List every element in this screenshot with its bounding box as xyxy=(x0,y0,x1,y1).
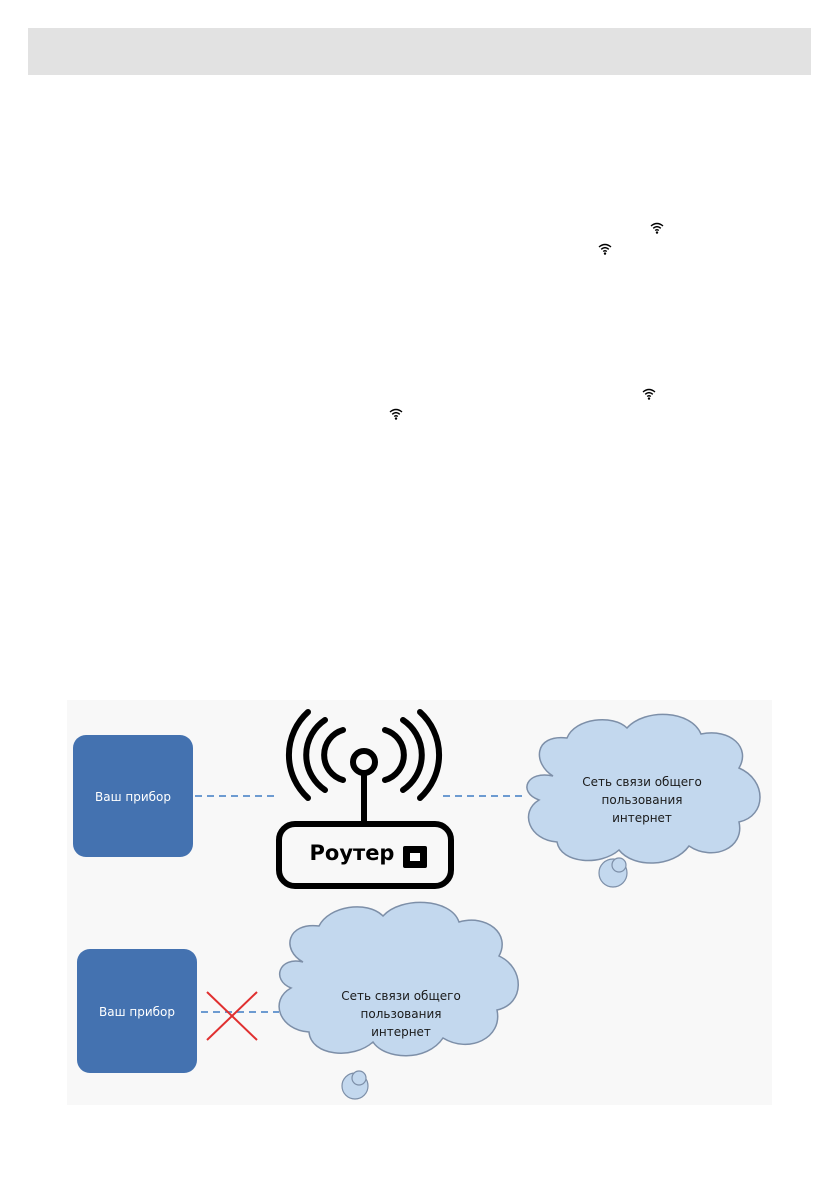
wifi-icon xyxy=(598,243,612,255)
header-bar xyxy=(28,28,811,75)
cloud-label: Сеть связи общего пользования интернет xyxy=(582,775,702,825)
router-label: Роутер xyxy=(309,841,395,865)
wifi-icon xyxy=(389,408,403,420)
cloud-label: Сеть связи общего пользования интернет xyxy=(341,989,461,1039)
router-icon xyxy=(276,709,454,889)
device-box xyxy=(77,949,197,1073)
device-label: Ваш прибор xyxy=(94,790,171,804)
network-diagram: Ваш прибор Роутер Сеть связи общего поль… xyxy=(67,700,772,1105)
internet-cloud xyxy=(278,901,519,1100)
device-label: Ваш прибор xyxy=(98,1005,175,1019)
device-box xyxy=(73,735,193,857)
blocked-cross-icon xyxy=(206,991,258,1041)
network-diagram-graphics xyxy=(73,709,761,1100)
wifi-icon xyxy=(650,222,664,234)
internet-cloud xyxy=(526,713,761,888)
wifi-icon xyxy=(642,388,656,400)
